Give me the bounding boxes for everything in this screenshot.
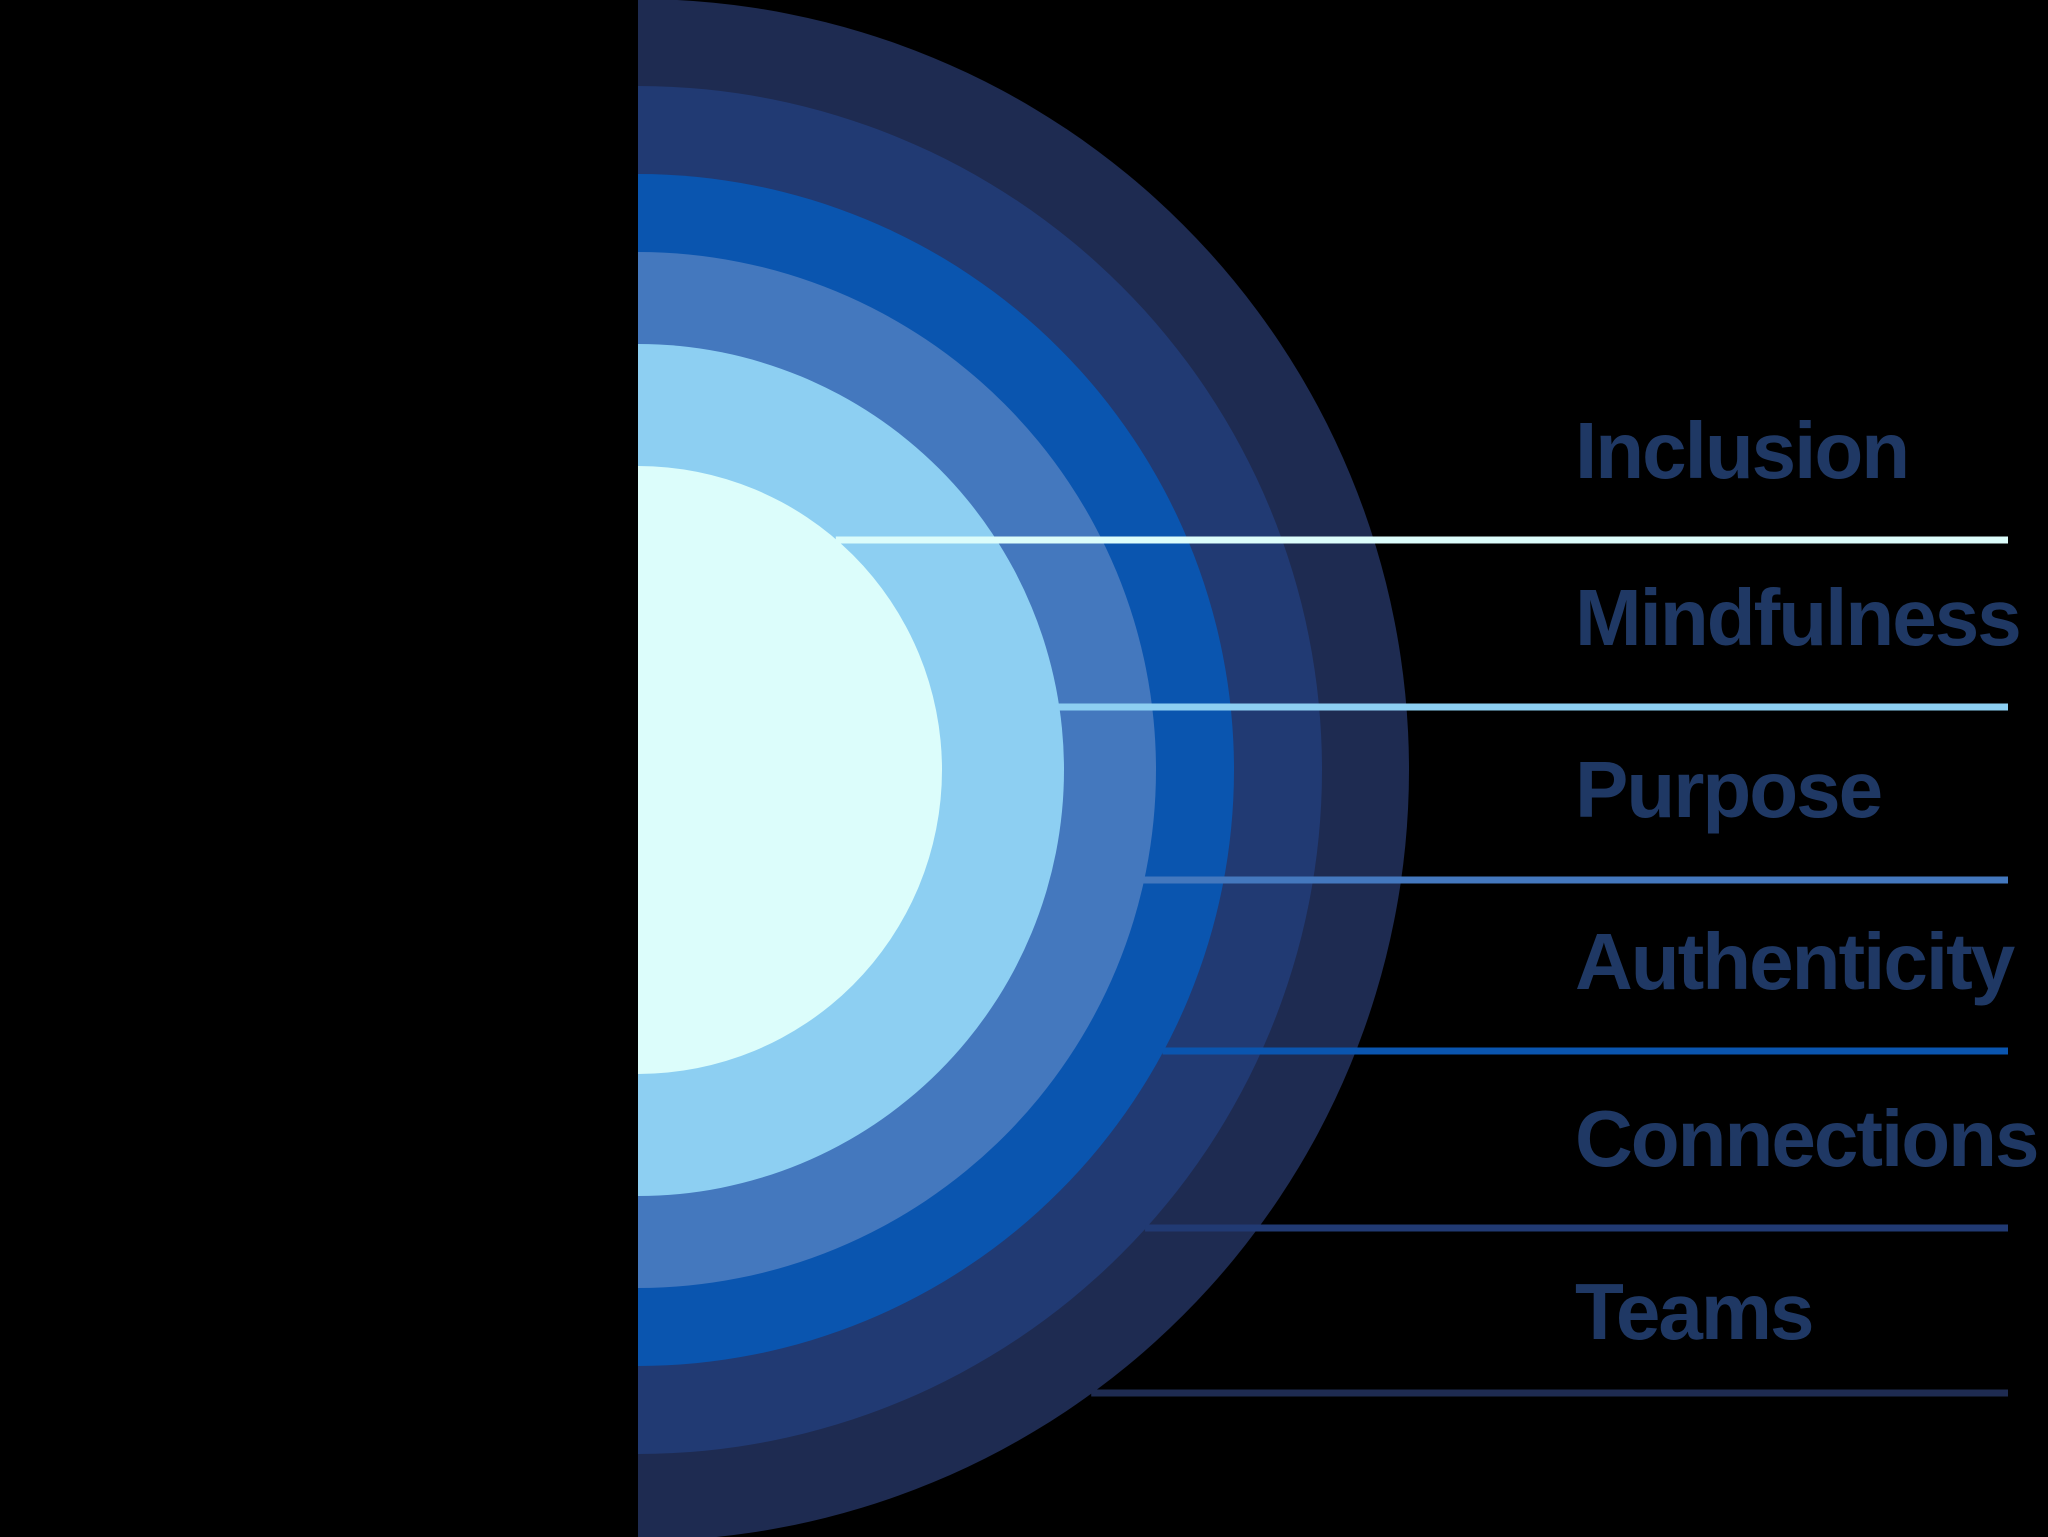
label-mindfulness: Mindfulness [1575, 573, 2022, 662]
label-purpose: Purpose [1575, 745, 1883, 834]
label-connections: Connections [1575, 1094, 2039, 1183]
label-teams: Teams [1575, 1267, 1815, 1356]
label-authenticity: Authenticity [1575, 917, 2015, 1006]
ring-inclusion [638, 466, 942, 1074]
label-inclusion: Inclusion [1575, 406, 1910, 495]
